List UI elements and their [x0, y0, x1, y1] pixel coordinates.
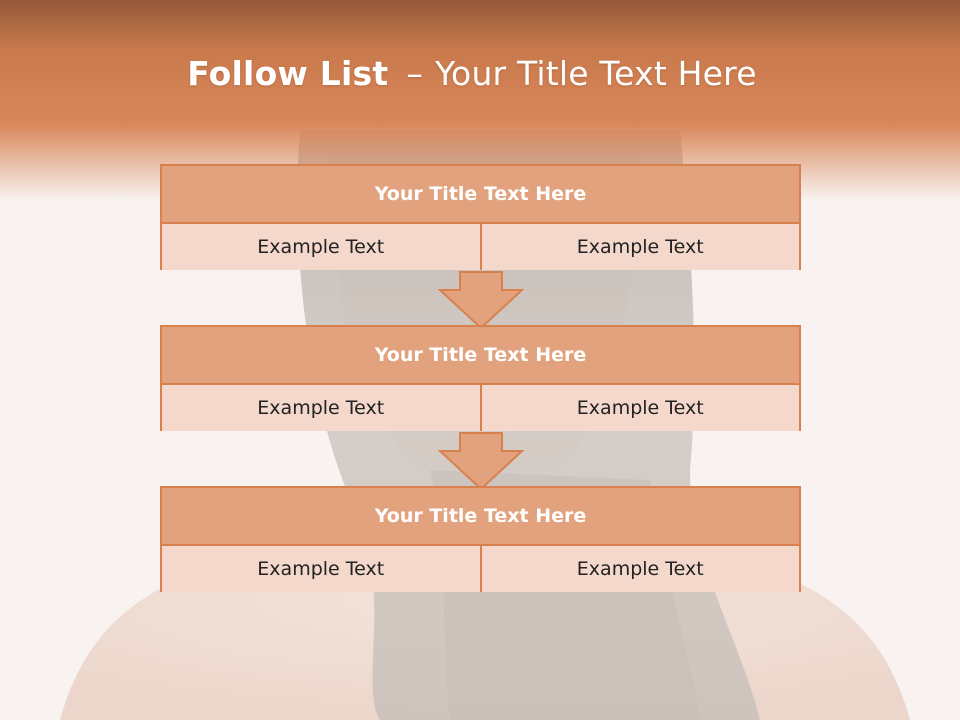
slide-title-dash: – — [406, 54, 424, 93]
down-arrow-icon — [438, 432, 524, 490]
block-title[interactable]: Your Title Text Here — [162, 166, 799, 224]
block-cell-left[interactable]: Example Text — [162, 385, 480, 431]
block-cell-left[interactable]: Example Text — [162, 546, 480, 592]
block-cell-right[interactable]: Example Text — [479, 224, 799, 270]
block-cell-left[interactable]: Example Text — [162, 224, 480, 270]
block-title[interactable]: Your Title Text Here — [162, 327, 799, 385]
block-row: Example Text Example Text — [162, 224, 799, 270]
block-cell-right[interactable]: Example Text — [479, 385, 799, 431]
list-block-2: Your Title Text Here Example Text Exampl… — [160, 325, 801, 431]
list-block-1: Your Title Text Here Example Text Exampl… — [160, 164, 801, 270]
slide-title-bold: Follow List — [187, 54, 389, 93]
block-row: Example Text Example Text — [162, 546, 799, 592]
block-title[interactable]: Your Title Text Here — [162, 488, 799, 546]
list-block-3: Your Title Text Here Example Text Exampl… — [160, 486, 801, 592]
slide-title: Follow List–Your Title Text Here — [0, 54, 944, 93]
down-arrow-icon — [438, 271, 524, 329]
block-cell-right[interactable]: Example Text — [479, 546, 799, 592]
slide-title-rest: Your Title Text Here — [435, 54, 757, 93]
block-row: Example Text Example Text — [162, 385, 799, 431]
